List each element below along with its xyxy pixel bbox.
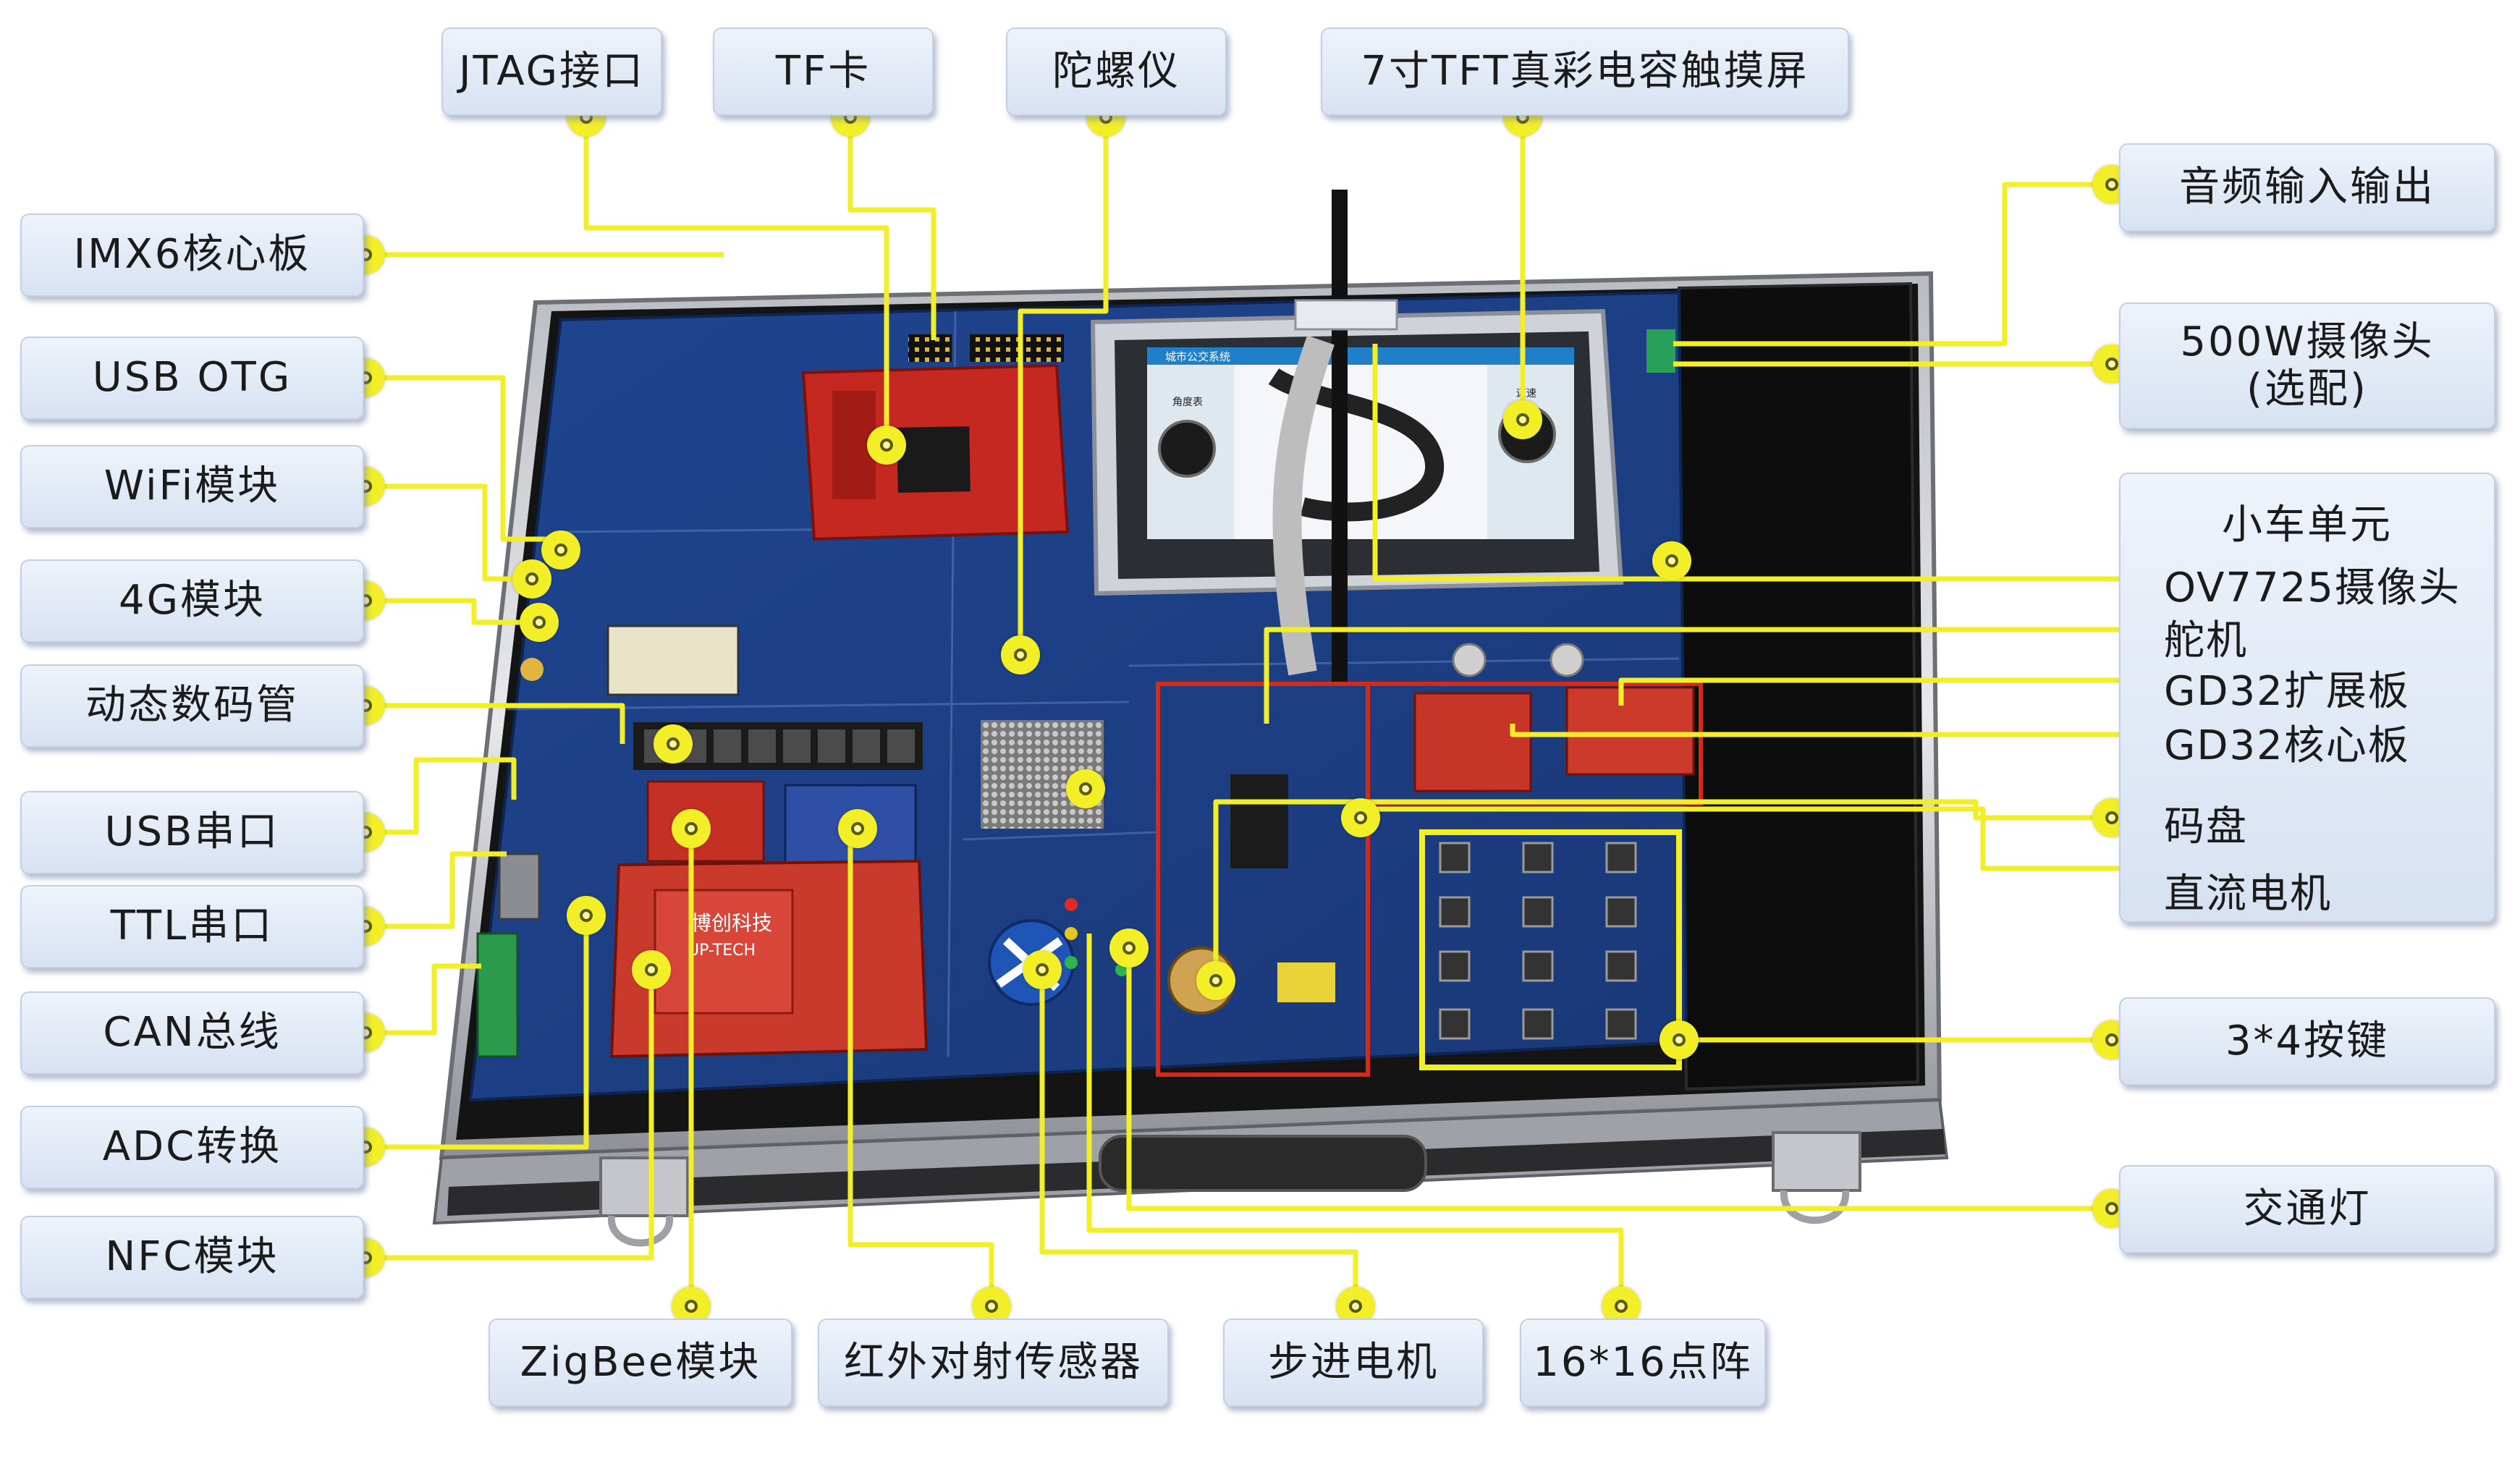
car-unit-title: 小车单元 <box>2222 502 2393 549</box>
label-nfc: NFC模块 <box>20 1216 364 1299</box>
zigbee-target-dot <box>672 809 711 848</box>
usb-otg-target-dot <box>541 530 580 570</box>
camera-pole <box>1272 190 1398 682</box>
label-traffic: 交通灯 <box>2119 1165 2495 1253</box>
car-item-encoder: 码盘 <box>2164 803 2248 850</box>
encoder-target-dot <box>1196 961 1235 1000</box>
svg-text:UP-TECH: UP-TECH <box>688 942 756 960</box>
label-wifi: WiFi模块 <box>20 445 364 528</box>
label-seg: 动态数码管 <box>20 664 364 748</box>
can-terminal <box>476 932 519 1058</box>
adc-target-dot <box>567 896 606 935</box>
stepper-target-dot <box>1023 950 1062 989</box>
db9-connector <box>498 852 541 921</box>
gd32-expansion-board <box>1413 692 1532 792</box>
keys-target-dot <box>1659 1020 1699 1059</box>
label-keys: 3*4按键 <box>2119 997 2495 1086</box>
label-jtag: JTAG接口 <box>441 27 662 116</box>
car-item-gd32-core: GD32核心板 <box>2164 722 2410 769</box>
case-handle <box>599 1131 1861 1247</box>
4g-module-board <box>606 625 740 696</box>
svg-text:博创科技: 博创科技 <box>691 911 772 935</box>
label-stepper: 步进电机 <box>1223 1319 1484 1407</box>
dc-motor <box>1277 962 1335 1002</box>
label-matrix: 16*16点阵 <box>1520 1319 1766 1407</box>
ir-target-dot <box>838 809 877 848</box>
label-4g: 4G模块 <box>20 559 364 643</box>
traffic-target-dot <box>1109 928 1149 968</box>
car-item-ov7725: OV7725摄像头 <box>2164 564 2461 612</box>
ov7725-target-dot <box>1652 541 1691 580</box>
label-lcd: 7寸TFT真彩电容触摸屏 <box>1321 27 1849 116</box>
seg-target-dot <box>654 724 693 763</box>
lcd-target-dot <box>1503 400 1542 439</box>
audio-jack <box>1646 329 1675 373</box>
label-gyro: 陀螺仪 <box>1006 27 1227 116</box>
label-ir: 红外对射传感器 <box>818 1319 1169 1407</box>
servo <box>1230 774 1288 868</box>
label-audio: 音频输入输出 <box>2119 143 2495 232</box>
gd32-core-board <box>1565 686 1695 776</box>
dc-motor-target-dot <box>1341 798 1380 837</box>
car-unit-panel: 小车单元 OV7725摄像头 舵机 GD32扩展板 GD32核心板 码盘 直流电… <box>2119 473 2495 923</box>
svg-text:角度表: 角度表 <box>1172 397 1203 408</box>
keypad-3x4 <box>1419 829 1682 1070</box>
wifi-target-dot <box>512 559 551 598</box>
nfc-target-dot <box>632 950 671 989</box>
label-usb-otg: USB OTG <box>20 337 364 420</box>
matrix-target-dot <box>1066 769 1105 808</box>
label-zigbee: ZigBee模块 <box>489 1319 792 1407</box>
4g-target-dot <box>520 603 559 642</box>
lcd-screen: 城市公交系统 角度表 迈速 <box>1090 308 1624 596</box>
label-imx6: IMX6核心板 <box>20 213 364 297</box>
label-can: CAN总线 <box>20 991 364 1075</box>
label-usb-serial: USB串口 <box>20 791 364 874</box>
camera-500w-line2: (选配) <box>2246 365 2368 412</box>
car-item-dc-motor: 直流电机 <box>2164 871 2332 918</box>
camera-500w-line1: 500W摄像头 <box>2180 318 2435 366</box>
jtag-header <box>908 334 952 362</box>
label-tf: TF卡 <box>713 27 934 116</box>
imx6-target-dot <box>867 426 906 465</box>
label-ttl: TTL串口 <box>20 885 364 968</box>
svg-text:城市公交系统: 城市公交系统 <box>1165 350 1230 363</box>
label-camera-500w: 500W摄像头 (选配) <box>2119 302 2495 429</box>
label-adc: ADC转换 <box>20 1106 364 1189</box>
car-item-servo: 舵机 <box>2164 617 2248 664</box>
gyro-target-dot <box>1001 635 1040 674</box>
car-item-gd32-expansion: GD32扩展板 <box>2164 668 2410 715</box>
